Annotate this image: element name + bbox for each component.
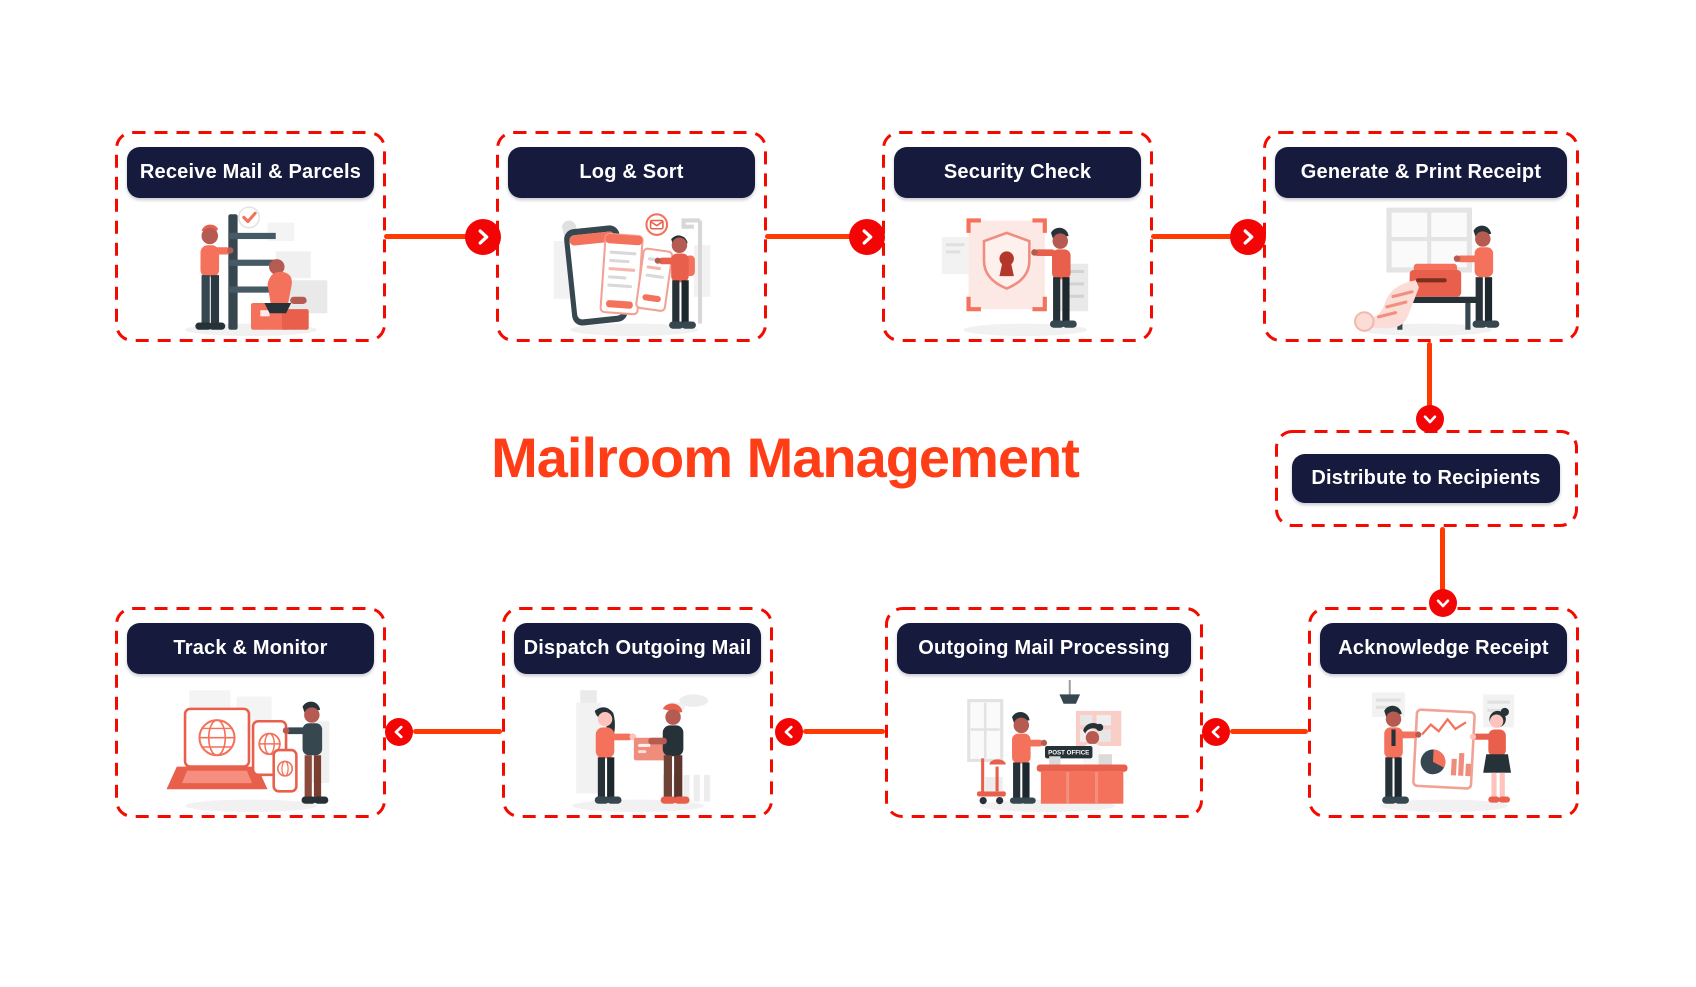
node-label: Outgoing Mail Processing [918,637,1170,659]
arrow-line [413,729,502,734]
node-label-pill: Dispatch Outgoing Mail [514,623,761,674]
arrow-line [1440,527,1445,591]
woman-sender [594,707,637,804]
chevron-down-icon [1436,599,1450,608]
node-security-check: Security Check [882,131,1153,342]
node-acknowledge-receipt: Acknowledge Receipt [1308,607,1579,818]
arrow-line [384,234,470,239]
customer [1009,711,1047,804]
print-receipt-illustration [1353,207,1499,336]
mail-badge-icon [645,213,669,236]
node-label: Distribute to Recipients [1311,467,1541,489]
dashed-border [885,607,1203,818]
dashed-border [1263,131,1579,342]
node-label: Acknowledge Receipt [1338,637,1549,659]
post-office-sign [1044,745,1092,759]
node-label: Receive Mail & Parcels [139,161,362,183]
chevron-right-icon [478,229,489,245]
node-track-monitor: Track & Monitor [115,607,386,818]
node-label: Track & Monitor [173,637,328,659]
report-board [1412,708,1476,790]
arrow-line [1151,234,1234,239]
chevron-down-icon [1423,415,1437,424]
presenter-woman [1469,707,1512,803]
check-icon [242,211,257,224]
node-label-pill: Log & Sort [508,147,755,198]
post-office-illustration: POST OFFICE [966,680,1127,812]
arrow-head-icon [1429,589,1457,617]
scan-corner [966,218,981,233]
dispatch-mail-illustration [572,690,711,812]
node-label: Log & Sort [579,161,684,183]
node-generate-print-receipt: Generate & Print Receipt [1263,131,1579,342]
node-log-sort: Log & Sort [496,131,767,342]
chevron-left-icon [784,725,793,739]
long-receipt [1353,280,1419,332]
counter-front [1040,771,1123,804]
svg-text:POST OFFICE: POST OFFICE [1048,750,1089,757]
chevron-right-icon [862,229,873,245]
log-sort-illustration [553,213,711,336]
chevron-left-icon [1211,725,1220,739]
node-label-pill: Receive Mail & Parcels [127,147,374,198]
node-receive-mail: Receive Mail & Parcels [115,131,386,342]
node-label-pill: Outgoing Mail Processing [897,623,1191,674]
arrow-line [1427,342,1432,408]
node-label: Security Check [943,161,1092,183]
arrow-line [765,234,853,239]
receive-mail-illustration [185,206,328,336]
acknowledge-receipt-illustration [1371,692,1515,812]
arrow-head-icon [1202,718,1230,746]
street-lamp [697,220,703,324]
node-dispatch-outgoing-mail: Dispatch Outgoing Mail [502,607,773,818]
node-label-pill: Generate & Print Receipt [1275,147,1567,198]
arrow-head-icon [775,718,803,746]
line-chart [1421,717,1467,736]
arrow-head-icon [385,718,413,746]
dashed-border [115,607,386,818]
arrow-line [803,729,885,734]
security-check-illustration [941,218,1089,336]
printer [1409,269,1461,297]
node-label: Dispatch Outgoing Mail [523,637,752,659]
arrow-head-icon [1416,405,1444,433]
arrow-head-icon [1230,219,1266,255]
node-label: Generate & Print Receipt [1300,161,1542,183]
presenter-man [1382,705,1422,804]
chevron-left-icon [394,725,403,739]
dashed-border [115,131,386,342]
arrow-line [1230,729,1308,734]
cloud [679,694,709,707]
phone [272,748,298,793]
diagram-title: Mailroom Management [491,425,1080,489]
node-label-pill: Track & Monitor [127,623,374,674]
courier [648,703,690,804]
node-label-pill: Distribute to Recipients [1292,454,1560,503]
arrow-head-icon [849,219,885,255]
dashed-border [496,131,767,342]
chevron-right-icon [1243,229,1254,245]
parcel-trolley [976,758,1006,805]
node-outgoing-mail-processing: Outgoing Mail Processing [885,607,1203,818]
track-monitor-illustration [166,690,330,812]
dashed-border [502,607,773,818]
arrow-head-icon [465,219,501,255]
shelf-post [228,214,238,330]
node-label-pill: Security Check [894,147,1141,198]
node-label-pill: Acknowledge Receipt [1320,623,1567,674]
node-distribute-recipients: Distribute to Recipients [1275,430,1578,527]
dashed-border [882,131,1153,342]
counter-top [1036,764,1127,772]
